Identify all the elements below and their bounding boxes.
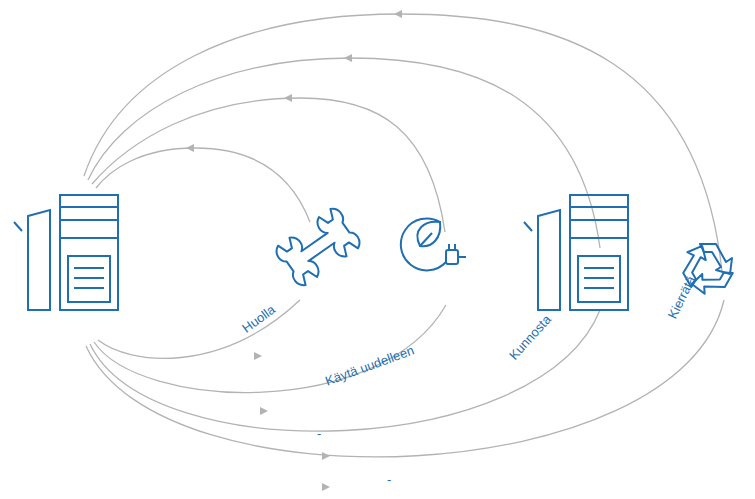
printer-detail [74,267,104,269]
printer-detail [14,222,22,231]
return-arc [96,148,310,222]
reuse-ring [401,218,446,270]
stage-label: Kunnosta [506,312,555,364]
arrow-head [394,10,402,18]
arrow-head [254,352,262,360]
arrow-heads [186,10,402,491]
arc-label: - [317,426,321,442]
forward-arc [86,300,724,457]
forward-arc [98,300,300,358]
printer-icon [524,195,628,310]
arrow-head [284,94,292,102]
leaf [417,222,440,247]
printer-door [538,210,560,310]
arrow-head [260,407,268,415]
plug-body [446,250,458,264]
leaf-vein [420,233,432,246]
plug-pin [448,244,450,250]
stage-label: Käytä uudelleen [323,343,416,390]
printer-detail [584,267,614,269]
printer-tray [68,256,110,302]
plug-pin [454,244,456,250]
printer-detail [60,237,118,239]
arrow-head [344,54,352,62]
printer-detail [60,219,118,221]
printer-detail [584,277,614,279]
printer-detail [584,287,614,289]
return-arcs [84,14,724,457]
printer-detail [570,206,628,208]
printer-body [570,195,628,310]
printer-tray [578,256,620,302]
plug-cable [458,256,466,258]
forward-arc [90,310,600,431]
printer-door [28,210,50,310]
arrow-head [322,483,330,491]
return-arc [92,98,445,232]
printer-body [60,195,118,310]
printer-detail [60,206,118,208]
printer-detail [570,237,628,239]
wrench-outline [273,205,363,288]
printer-detail [524,222,532,231]
return-arc [84,14,722,272]
printer-detail [570,219,628,221]
printer-detail [74,277,104,279]
stage-label: Kierrätä [665,274,699,322]
arrow-head [322,452,330,460]
wrench-icon [273,205,363,288]
arc-label: - [387,472,391,488]
arrow-head [186,144,194,152]
reuse-icon [401,218,466,270]
printer-icon [14,195,118,310]
printer-detail [74,287,104,289]
